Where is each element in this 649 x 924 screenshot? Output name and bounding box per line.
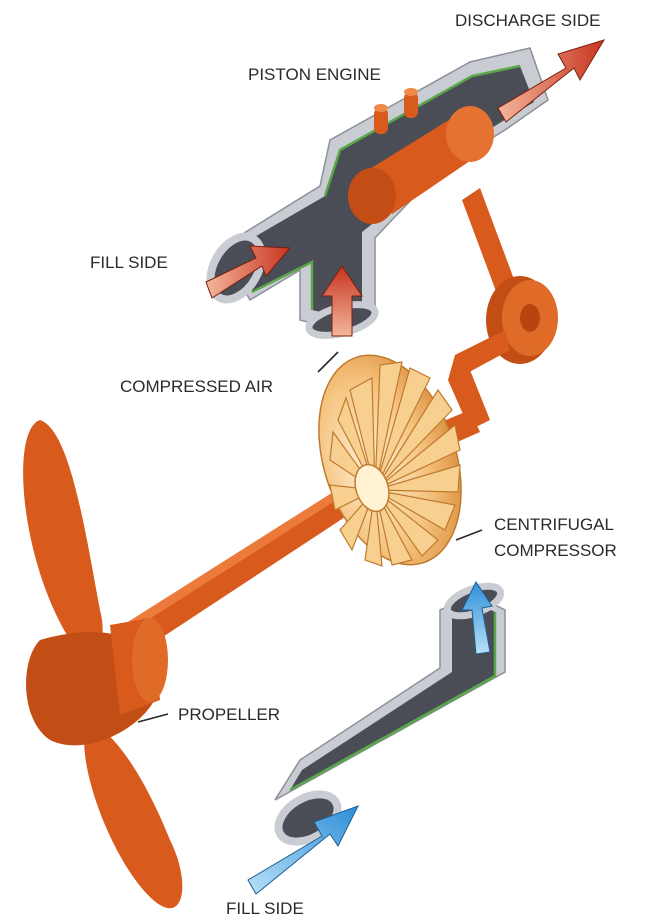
label-piston-engine: PISTON ENGINE xyxy=(248,65,381,84)
label-compressed-air: COMPRESSED AIR xyxy=(120,377,273,396)
label-fill-side-top: FILL SIDE xyxy=(90,253,168,272)
compressed-air-leader xyxy=(318,352,338,372)
centrifugal-leader xyxy=(456,530,482,540)
label-centrifugal: CENTRIFUGAL xyxy=(494,515,614,534)
label-compressor: COMPRESSOR xyxy=(494,541,617,560)
propeller xyxy=(23,420,182,908)
intake-duct xyxy=(270,580,505,851)
label-discharge-side: DISCHARGE SIDE xyxy=(455,11,600,30)
label-fill-side-bottom: FILL SIDE xyxy=(226,899,304,918)
label-propeller: PROPELLER xyxy=(178,705,280,724)
